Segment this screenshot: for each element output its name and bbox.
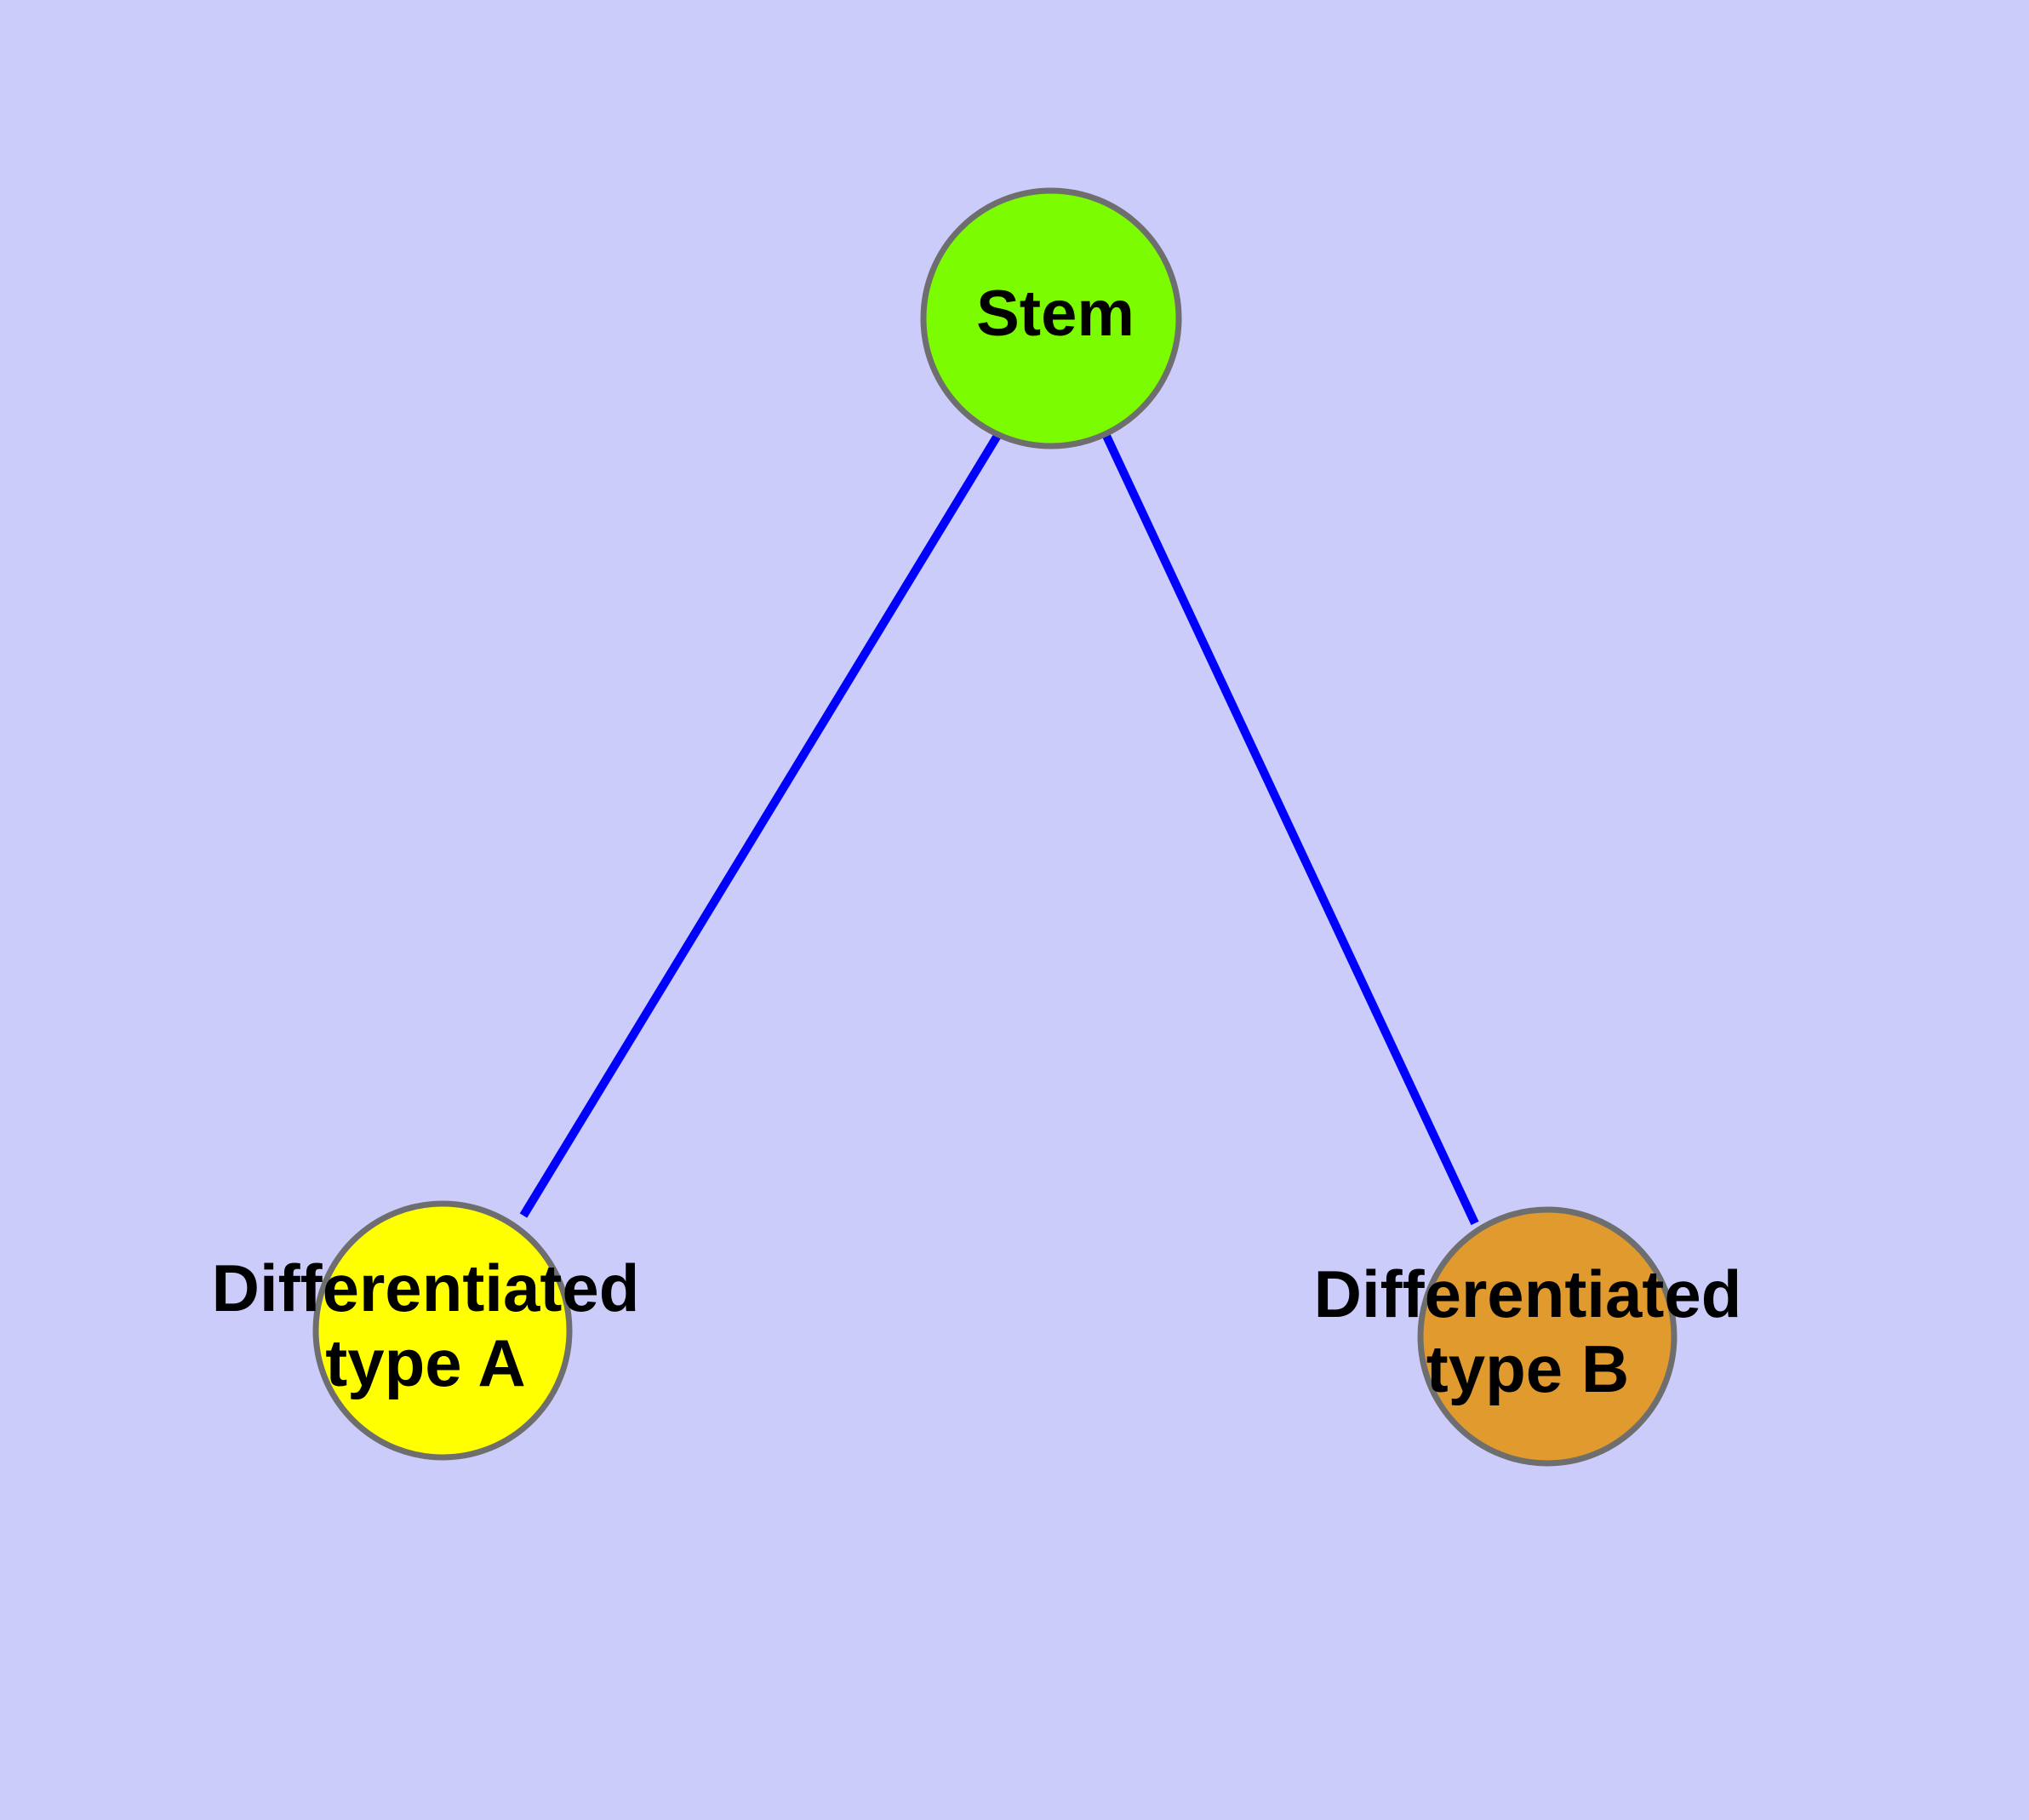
node-differentiated-type-a-circle[interactable] (312, 1200, 573, 1461)
node-label-line: type B (1426, 1331, 1629, 1406)
node-label-line: Differentiated (1314, 1256, 1742, 1331)
edge-stem-to-diff-a[interactable] (519, 432, 1003, 1218)
node-differentiated-type-b-circle[interactable] (1417, 1206, 1677, 1467)
node-label-line: type A (325, 1325, 526, 1400)
node-label-line: Stem (976, 278, 1135, 350)
node-label-line: Differentiated (212, 1251, 640, 1325)
edge-stem-to-diff-b[interactable] (1102, 433, 1479, 1226)
edge-layer (519, 432, 1479, 1226)
node-stem-label: Stem (976, 278, 1135, 350)
node-stem-circle[interactable] (920, 187, 1182, 449)
node-stem[interactable]: Stem (920, 187, 1182, 449)
